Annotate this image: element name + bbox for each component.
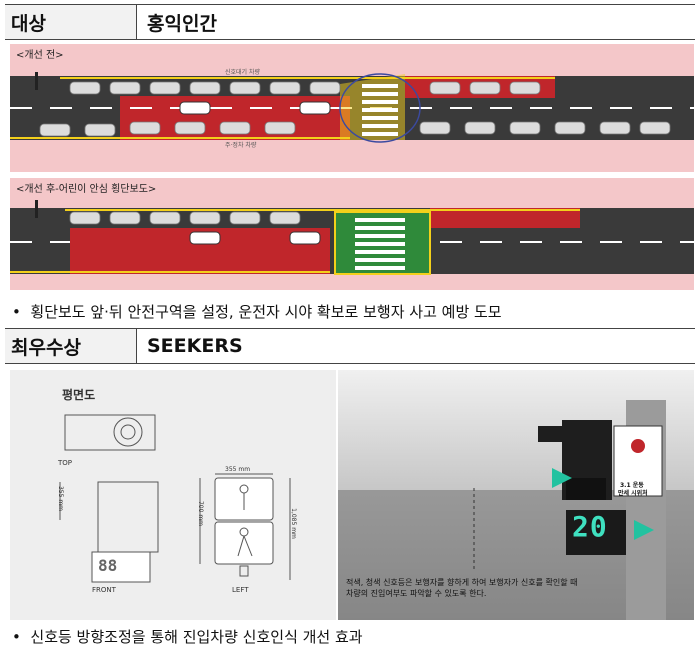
dim-width-label: 355 mm bbox=[225, 466, 251, 473]
section2-header: 최우수상 SEEKERS bbox=[5, 328, 695, 364]
view-left-label: LEFT bbox=[232, 586, 249, 594]
after-caption: <개선 후-어린이 안심 횡단보도> bbox=[16, 184, 157, 195]
road-label-top: 신호대기 차량 bbox=[225, 69, 261, 76]
plan-drawing-title: 평면도 bbox=[62, 388, 96, 402]
section1-label: 대상 bbox=[5, 5, 137, 39]
countdown-digits: 88 bbox=[98, 556, 118, 575]
dim-height-label: 700 mm bbox=[197, 500, 205, 527]
view-front-label: FRONT bbox=[92, 586, 116, 594]
signal-photo-svg bbox=[338, 370, 694, 620]
road-label-bottom: 주·정차 차량 bbox=[225, 142, 257, 149]
before-road-illustration: <개선 전> 신호대기 차량 주·정차 차량 bbox=[10, 44, 694, 172]
plan-drawing: 평면도 TOP FRONT LEFT 355 mm 700 mm 1,085 m… bbox=[10, 370, 336, 620]
section2-label: 최우수상 bbox=[5, 329, 137, 363]
after-road-illustration: <개선 후-어린이 안심 횡단보도> bbox=[10, 178, 694, 290]
photo-caption: 적색, 청색 신호등은 보행자를 향하게 하여 보행자가 신호를 확인할 때 차… bbox=[346, 578, 578, 598]
bullet-dot: • bbox=[12, 628, 31, 646]
section1-team: 홍익인간 bbox=[147, 12, 217, 35]
dim-total-label: 1,085 mm bbox=[289, 508, 297, 539]
pedestrian-countdown: 20 bbox=[572, 510, 608, 543]
section1-bullet-text: 횡단보도 앞·뒤 안전구역을 설정, 운전자 시야 확보로 보행자 사고 예방 … bbox=[30, 303, 502, 321]
section2-bullet: • 신호등 방향조정을 통해 진입차량 신호인식 개선 효과 bbox=[12, 626, 363, 647]
before-caption: <개선 전> bbox=[16, 50, 64, 61]
dim-small-label: 355 mm bbox=[57, 485, 65, 512]
after-road-svg bbox=[10, 178, 694, 290]
view-top-label: TOP bbox=[58, 459, 73, 467]
bullet-dot: • bbox=[12, 303, 31, 321]
sign-line1: 3.1 운동 bbox=[620, 482, 644, 489]
section2-team: SEEKERS bbox=[147, 335, 243, 357]
sign-line2: 만세 시위처 bbox=[618, 490, 648, 497]
plan-drawing-svg bbox=[59, 414, 291, 583]
signal-photo: 20 3.1 운동 만세 시위처 적색, 청색 신호등은 보행자를 향하게 하여… bbox=[338, 370, 694, 620]
before-road-svg bbox=[10, 44, 694, 172]
section2-bullet-text: 신호등 방향조정을 통해 진입차량 신호인식 개선 효과 bbox=[30, 628, 363, 646]
section1-header: 대상 홍익인간 bbox=[5, 4, 695, 40]
section1-bullet: • 횡단보도 앞·뒤 안전구역을 설정, 운전자 시야 확보로 보행자 사고 예… bbox=[12, 301, 502, 322]
